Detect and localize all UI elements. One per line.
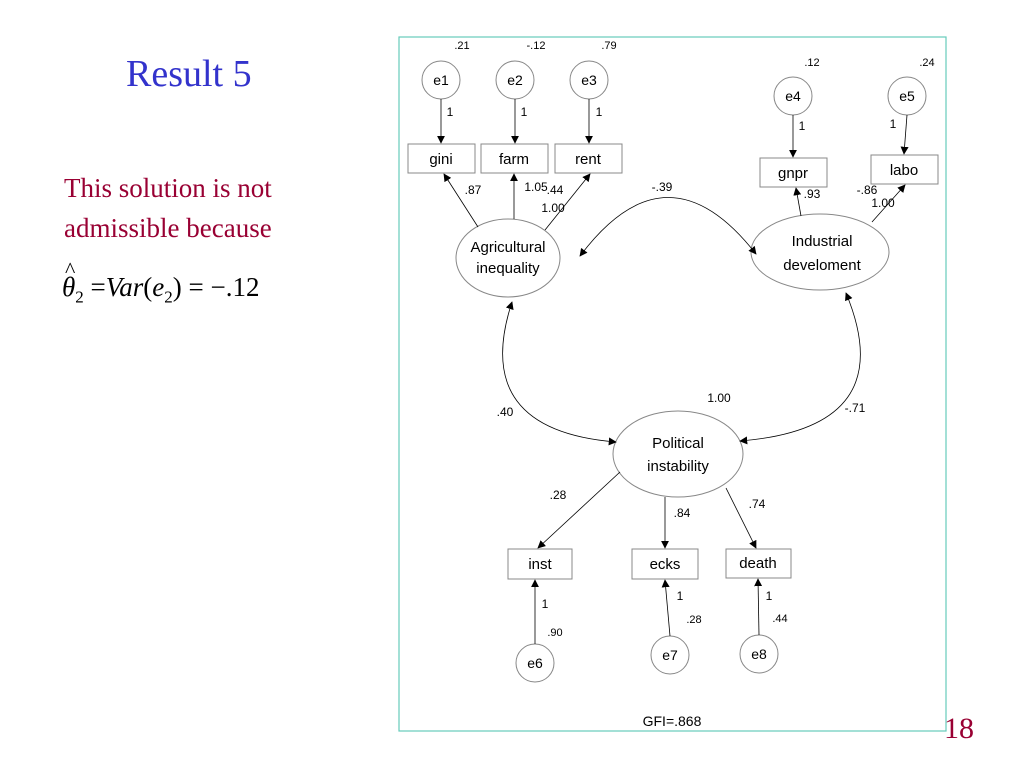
box-inst [507, 548, 573, 580]
loading-labo: -.86 [857, 183, 878, 197]
path-ind-labo [871, 184, 906, 223]
e3-variance: .79 [601, 40, 616, 52]
inst-label: inst [528, 556, 552, 573]
loading-gini: .87 [465, 183, 482, 197]
e5-variance: .24 [919, 57, 934, 69]
labo-label: labo [890, 162, 918, 179]
farm-label: farm [499, 151, 529, 168]
formula-equals-2: = −.12 [181, 272, 260, 302]
rent-label: rent [575, 151, 602, 168]
e4-variance: .12 [804, 57, 819, 69]
e6-variance: .90 [547, 627, 562, 639]
ind-line2: develoment [783, 257, 861, 274]
formula-e: e [152, 272, 165, 302]
corr-ind-pol: -.71 [845, 401, 866, 415]
factor-political-instability [612, 410, 744, 498]
loading-death: .74 [749, 497, 766, 511]
e5-path-weight: 1 [890, 117, 897, 131]
agri-line1: Agricultural [470, 239, 545, 256]
diagram-frame [398, 36, 947, 732]
path-e5-labo [900, 114, 909, 155]
indicator-boxes [407, 143, 939, 580]
cov-ind-pol [739, 292, 861, 445]
page-number: 18 [944, 712, 974, 745]
path-pol-inst [537, 471, 621, 549]
formula-equals-1: = [83, 272, 106, 302]
gnpr-label: gnpr [778, 165, 808, 182]
gini-label: gini [429, 151, 452, 168]
path-pol-death [725, 487, 757, 549]
loading-ecks: .84 [674, 506, 691, 520]
pol-line2: instability [647, 458, 709, 475]
path-agri-gini [443, 173, 479, 228]
path-agri-rent [544, 173, 591, 231]
path-e8-death [754, 578, 763, 636]
box-ecks [631, 548, 699, 580]
loading-rent: .44 [547, 183, 564, 197]
box-gnpr [759, 157, 828, 188]
e8-label: e8 [751, 646, 767, 662]
e2-path-weight: 1 [521, 105, 528, 119]
e6-path-weight: 1 [542, 597, 549, 611]
factor-ellipses [455, 213, 890, 498]
formula-var: Var [105, 272, 144, 302]
path-ind-gnpr [793, 187, 802, 217]
path-arrows [437, 99, 909, 644]
loading-farm: 1.05 [524, 180, 548, 194]
ind-line1: Industrial [792, 233, 853, 250]
box-gini [407, 143, 476, 174]
e7-label: e7 [662, 647, 678, 663]
e5-label: e5 [899, 88, 915, 104]
gfi-label: GFI=.868 [643, 713, 702, 729]
covariance-curves [502, 197, 861, 446]
factor-industrial-development [750, 213, 890, 291]
agri-line2: inequality [476, 260, 540, 277]
variance-formula: θ2 =Var(e2) = −.12 [62, 257, 260, 307]
ecks-label: ecks [650, 556, 681, 573]
e8-variance: .44 [772, 613, 787, 625]
e1-variance: .21 [454, 40, 469, 52]
e8-path-weight: 1 [766, 589, 773, 603]
e1-path-weight: 1 [447, 105, 454, 119]
e7-variance: .28 [686, 614, 701, 626]
loading-gnpr: .93 [804, 187, 821, 201]
box-death [725, 548, 792, 579]
e4-path-weight: 1 [799, 119, 806, 133]
box-rent [554, 143, 623, 174]
theta-subscript: 2 [75, 287, 84, 307]
explanation-text: This solution is not admissible because [64, 168, 364, 248]
e3-label: e3 [581, 72, 597, 88]
e2-variance: -.12 [527, 40, 546, 52]
e1-label: e1 [433, 72, 449, 88]
box-farm [480, 143, 549, 174]
e3-path-weight: 1 [596, 105, 603, 119]
formula-open-paren: ( [143, 272, 153, 302]
loading-inst: .28 [550, 488, 567, 502]
path-e7-ecks [661, 579, 671, 637]
agri-variance: 1.00 [541, 201, 565, 215]
death-label: death [739, 555, 777, 572]
factor-agricultural-inequality [455, 218, 561, 298]
e7-path-weight: 1 [677, 589, 684, 603]
e2-label: e2 [507, 72, 523, 88]
box-labo [870, 154, 939, 185]
error-circles [421, 60, 927, 683]
explanation-line-2: admissible because [64, 213, 272, 243]
cov-agri-ind [579, 197, 757, 257]
pol-variance: 1.00 [707, 391, 731, 405]
slide-title: Result 5 [126, 53, 252, 95]
pol-line1: Political [652, 435, 704, 452]
e-subscript: 2 [164, 287, 173, 307]
explanation-line-1: This solution is not [64, 173, 272, 203]
e6-label: e6 [527, 655, 543, 671]
cov-agri-pol [502, 301, 617, 446]
formula-close-paren: ) [172, 272, 182, 302]
corr-agri-pol: .40 [497, 405, 514, 419]
e4-label: e4 [785, 88, 801, 104]
theta-hat: θ [62, 257, 76, 303]
ind-variance: 1.00 [871, 196, 895, 210]
corr-agri-ind: -.39 [652, 180, 673, 194]
